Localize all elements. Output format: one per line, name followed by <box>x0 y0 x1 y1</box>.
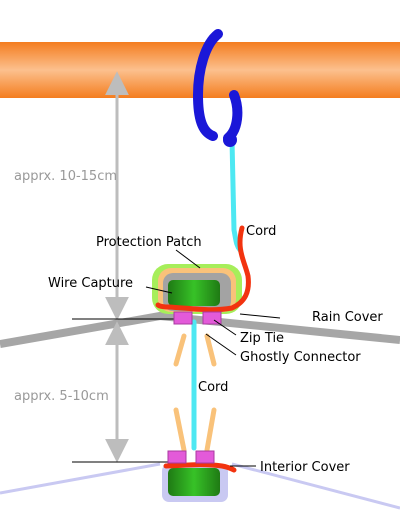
label-cord-lower: Cord <box>198 380 228 395</box>
red-wire <box>155 225 251 473</box>
label-ghostly-connector: Ghostly Connector <box>240 350 361 365</box>
ghostly-connector <box>173 333 217 453</box>
label-cord-upper: Cord <box>246 224 276 239</box>
zip-tie-lower <box>167 450 215 464</box>
label-zip-tie: Zip Tie <box>240 331 284 346</box>
label-wire-capture: Wire Capture <box>48 276 133 291</box>
zip-tie-upper <box>173 311 222 325</box>
wire-capture-lower <box>162 464 228 502</box>
leader-lines <box>145 249 281 467</box>
interior-cover-lines <box>0 462 400 510</box>
rain-cover <box>0 312 400 348</box>
dimension-label-upper: apprx. 10-15cm <box>14 169 117 184</box>
hook-ring <box>223 133 237 147</box>
label-rain-cover: Rain Cover <box>312 310 383 325</box>
dimension-label-lower: apprx. 5-10cm <box>14 389 109 404</box>
wire-capture-upper <box>168 280 220 306</box>
label-interior-cover: Interior Cover <box>260 460 350 475</box>
label-protection-patch: Protection Patch <box>96 235 202 250</box>
